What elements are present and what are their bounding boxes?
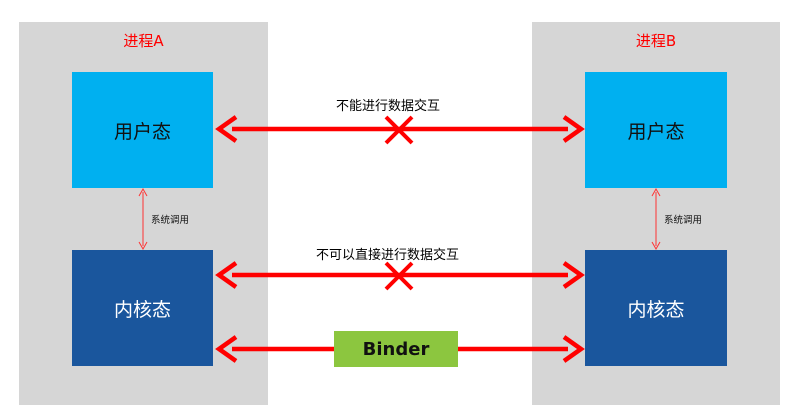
user-space-blocked-cross-icon xyxy=(384,115,414,145)
binder-badge: Binder xyxy=(334,331,458,367)
kernel-space-connection-label: 不可以直接进行数据交互 xyxy=(316,248,460,263)
user-space-connection-label: 不能进行数据交互 xyxy=(336,99,441,114)
process-b-syscall-arrow xyxy=(651,187,661,251)
process-a-kernel-mode: 内核态 xyxy=(72,250,213,366)
process-a-user-mode: 用户态 xyxy=(72,72,213,188)
process-a-syscall-label: 系统调用 xyxy=(151,215,190,226)
process-b-kernel-mode: 内核态 xyxy=(585,250,727,366)
process-b-title: 进程B xyxy=(635,32,677,50)
process-a-title: 进程A xyxy=(123,32,164,50)
process-b-syscall-label: 系统调用 xyxy=(664,215,703,226)
process-b-user-mode: 用户态 xyxy=(585,72,727,188)
kernel-space-blocked-cross-icon xyxy=(384,261,414,291)
process-a-syscall-arrow xyxy=(138,187,148,251)
